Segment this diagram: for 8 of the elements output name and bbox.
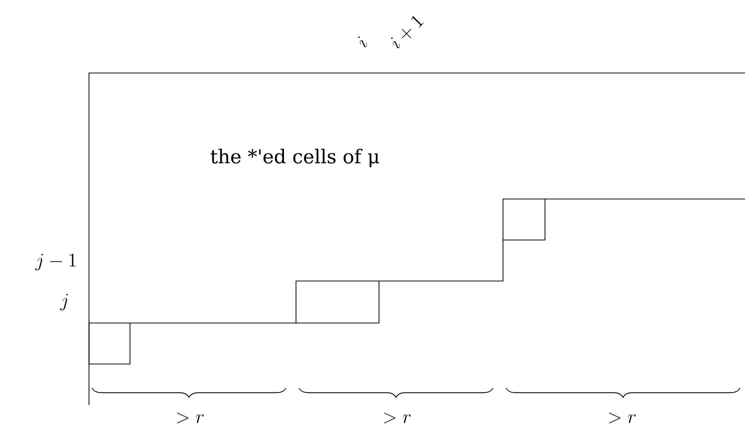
brace-label: $>r$ — [177, 412, 204, 424]
brace-label: $>r$ — [384, 412, 411, 424]
column-label: $i$ — [358, 36, 367, 48]
region-label: the *'ed cells of μ — [210, 148, 380, 168]
row-label: $j-1$ — [35, 254, 76, 270]
column-label: $i+1$ — [391, 16, 424, 48]
brace-label: $>r$ — [609, 412, 636, 424]
row-label: $j$ — [60, 294, 68, 310]
